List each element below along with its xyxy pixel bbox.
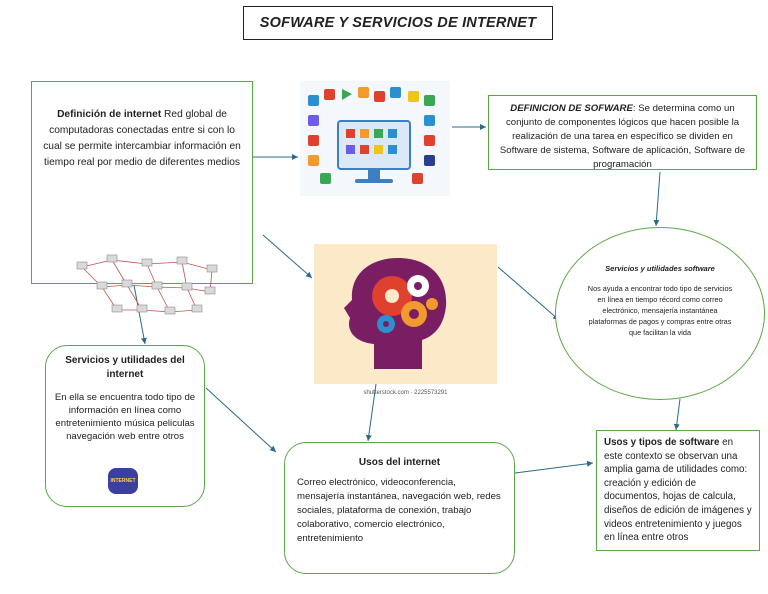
internet-definition-text: Red global de computadoras conectadas en… bbox=[43, 109, 241, 168]
software-uses-box: Usos y tipos de software en este context… bbox=[596, 430, 760, 551]
internet-definition-heading: Definición de internet bbox=[57, 109, 162, 120]
arrow-usos-to-usos-software bbox=[514, 460, 594, 474]
arrow-internet-to-servicios bbox=[133, 284, 147, 345]
arrow-brain-to-usos bbox=[365, 383, 377, 442]
arrow-circle-to-usos-software bbox=[673, 398, 681, 431]
software-services-text: Nos ayuda a encontrar todo tipo de servi… bbox=[587, 284, 733, 337]
arrow-software-to-circle bbox=[653, 171, 661, 227]
software-definition-box: DEFINICION DE SOFWARE: Se determina como… bbox=[488, 95, 757, 170]
brain-caption: shutterstock.com · 2225573291 bbox=[363, 390, 448, 396]
internet-uses-heading: Usos del internet bbox=[358, 457, 441, 468]
internet-services-text: En ella se encuentra todo tipo de inform… bbox=[54, 392, 196, 442]
brain-gears-illustration: shutterstock.com · 2225573291 bbox=[314, 244, 497, 396]
internet-services-heading: Servicios y utilidades del internet bbox=[65, 355, 185, 380]
software-definition-text: : Se determina como un conjunto de compo… bbox=[499, 103, 746, 170]
software-apps-illustration bbox=[300, 81, 450, 196]
software-uses-heading: Usos y tipos de software bbox=[604, 437, 720, 448]
internet-uses-text: Correo electrónico, videoconferencia, me… bbox=[297, 477, 501, 544]
software-definition-heading: DEFINICION DE SOFWARE bbox=[510, 103, 633, 114]
arrow-servicios-to-usos bbox=[205, 387, 277, 453]
software-services-heading: Servicios y utilidades software bbox=[605, 264, 715, 273]
internet-uses-box: Usos del internet Correo electrónico, vi… bbox=[284, 442, 515, 574]
software-services-circle: Servicios y utilidades software Nos ayud… bbox=[555, 227, 765, 400]
internet-services-box: Servicios y utilidades del internet En e… bbox=[45, 345, 205, 507]
software-uses-text: en este contexto se observan una amplia … bbox=[604, 437, 752, 544]
computer-network-illustration bbox=[76, 254, 218, 315]
diagram-title: SOFWARE Y SERVICIOS DE INTERNET bbox=[243, 6, 553, 40]
internet-definition-box: Definición de internet Red global de com… bbox=[31, 81, 253, 315]
arrow-internet-to-brain bbox=[262, 234, 313, 279]
internet-badge-icon: INTERNET bbox=[108, 468, 138, 494]
arrow-brain-to-circle bbox=[497, 266, 560, 321]
